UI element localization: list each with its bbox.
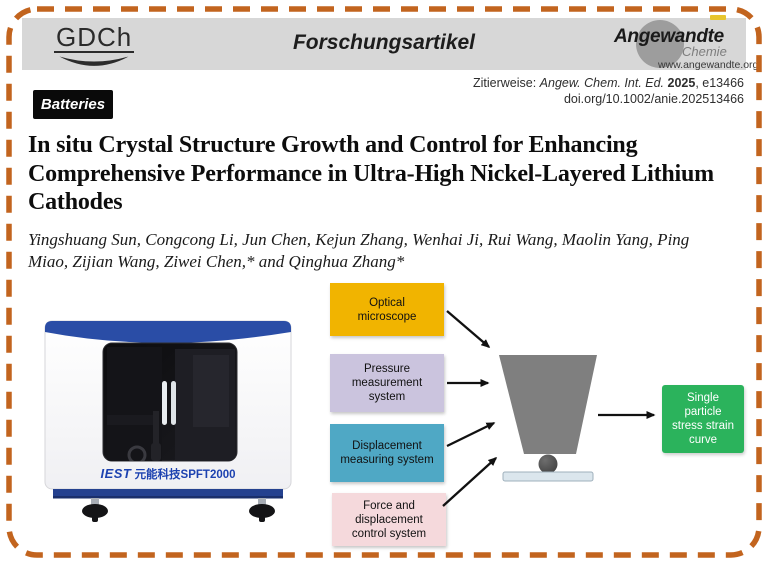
journal-header: GDCh Forschungsartikel Angewandte Chemie… xyxy=(22,18,758,71)
sample-stage xyxy=(502,471,594,482)
topic-badge: Batteries xyxy=(33,90,113,119)
flow-box-label: Pressure measurement system xyxy=(351,363,423,403)
instrument-model: 元能科技SPFT2000 xyxy=(134,469,236,481)
result-box-stress-strain-curve: Single particle stress strain curve xyxy=(662,385,744,453)
journal-subtitle: Chemie xyxy=(682,44,727,59)
instrument-label: IEST 元能科技SPFT2000 xyxy=(43,467,293,482)
citation-line: Zitierweise: Angew. Chem. Int. Ed. 2025,… xyxy=(473,75,744,91)
flow-box-pressure-measurement: Pressure measurement system xyxy=(330,354,444,412)
machine-foot-left xyxy=(82,498,108,522)
flow-box-displacement-measuring: Displacement measuring system xyxy=(330,424,444,482)
arrow-force-to-probe xyxy=(442,456,498,507)
arrow-displacement-to-probe xyxy=(446,421,496,448)
flow-box-optical-microscope: Optical microscope xyxy=(330,283,444,336)
yellow-mark xyxy=(710,15,726,20)
particle-sphere xyxy=(538,454,558,474)
citation: Zitierweise: Angew. Chem. Int. Ed. 2025,… xyxy=(473,75,744,107)
flow-box-label: Optical microscope xyxy=(357,296,417,323)
machine-foot-right xyxy=(249,498,275,522)
machine-base-shadow xyxy=(53,496,283,499)
arrow-optical-to-probe xyxy=(446,310,491,348)
instrument-brand: IEST xyxy=(100,466,132,481)
flow-box-force-displacement-control: Force and displacement control system xyxy=(332,493,446,546)
doi: doi.org/10.1002/anie.202513466 xyxy=(563,92,744,106)
citation-prefix: Zitierweise: xyxy=(472,76,540,90)
instrument-drawing xyxy=(44,320,292,522)
journal-url: www.angewandte.org xyxy=(658,59,759,71)
flow-box-label: Displacement measuring system xyxy=(340,440,434,466)
instrument-photo xyxy=(43,315,293,527)
citation-year: 2025 xyxy=(667,76,696,90)
result-box-label: Single particle stress strain curve xyxy=(672,392,734,446)
gdch-swoosh-icon xyxy=(59,56,129,66)
flow-box-label: Force and displacement control system xyxy=(351,499,427,540)
probe-trapezoid xyxy=(499,355,597,454)
citation-journal: Angew. Chem. Int. Ed. xyxy=(539,76,668,90)
article-title: In situ Crystal Structure Growth and Con… xyxy=(28,132,714,215)
article-authors: Yingshuang Sun, Congcong Li, Jun Chen, K… xyxy=(28,230,690,271)
citation-article-number: , e13466 xyxy=(695,76,744,90)
angewandte-logo: Angewandte Chemie www.angewandte.org xyxy=(588,20,768,71)
